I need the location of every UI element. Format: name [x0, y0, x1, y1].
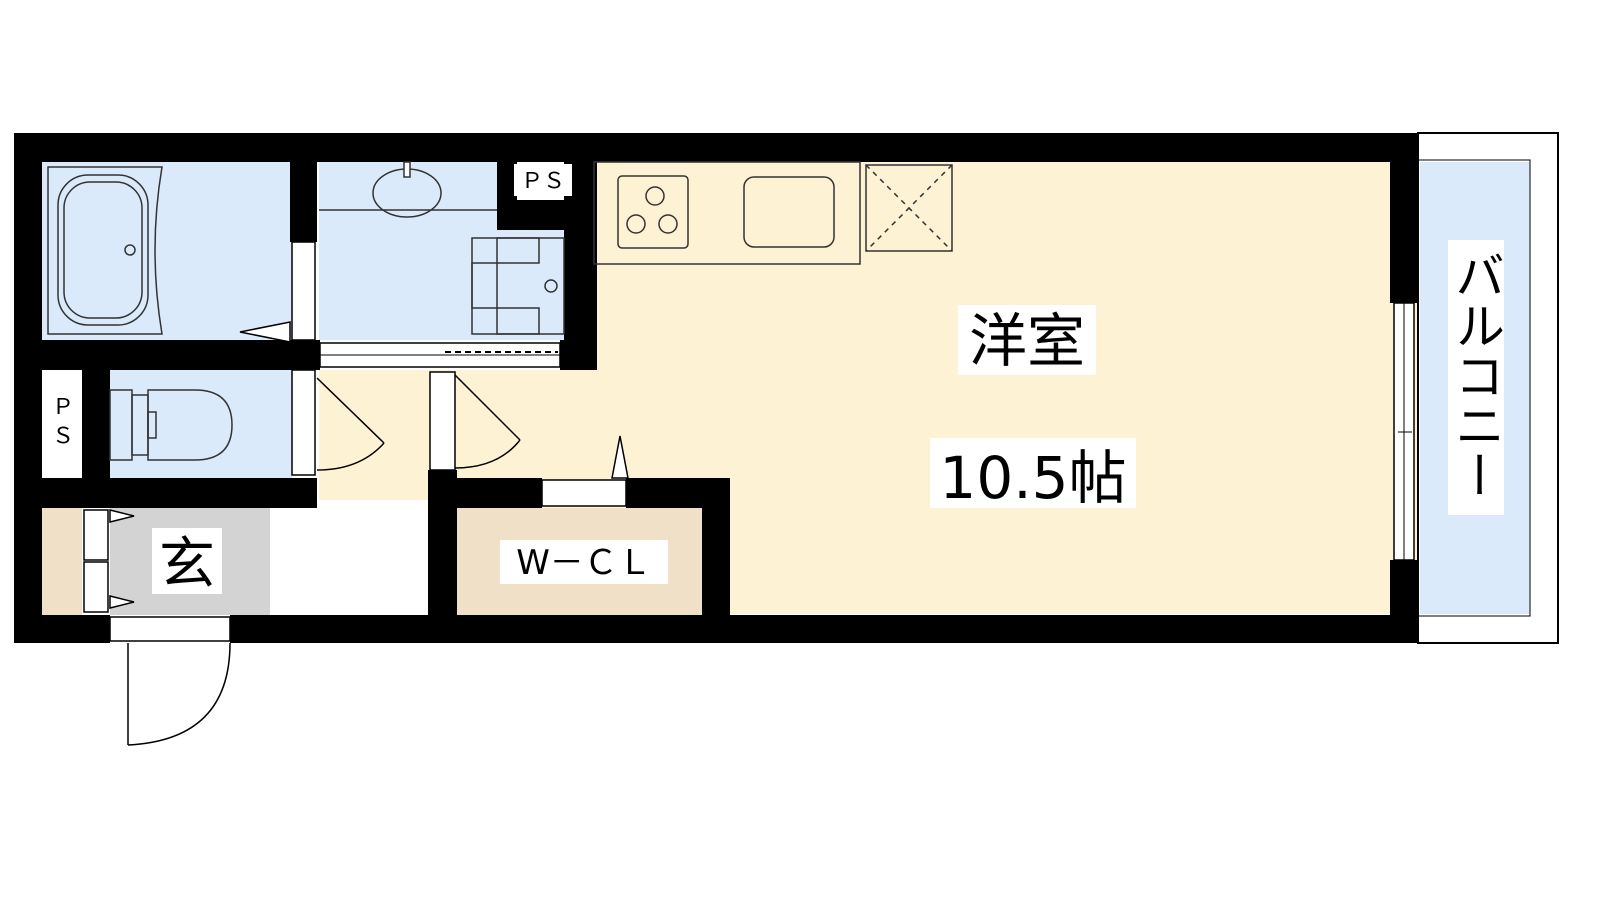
entrance-label-bg: [152, 528, 222, 594]
western-room-label-bg: [958, 305, 1096, 375]
pipe-space-lower-floor: [42, 370, 82, 478]
bathroom-floor: [42, 162, 292, 340]
door-swings: [109, 321, 629, 746]
closet-label-bg: [500, 540, 668, 584]
balcony-label: バルコニー: [1447, 250, 1505, 500]
bathtub: [47, 166, 163, 335]
pipe-space-upper-label-bg: [514, 164, 572, 196]
pipe-space-lower-label-line1: Ｐ: [52, 395, 74, 420]
room-size-label-bg: [930, 438, 1136, 508]
walls: [14, 133, 1418, 643]
washing-machine-pan: [471, 237, 565, 335]
kitchen-counter: [593, 161, 861, 265]
entrance-label: 玄: [159, 532, 215, 597]
shoe-cabinet: [42, 508, 82, 615]
openings: [83, 241, 1415, 642]
pipe-space-upper-label: ＰＳ: [521, 169, 565, 194]
pipe-space-lower-label-line2: Ｓ: [52, 424, 74, 449]
toilet-fixture: [109, 389, 233, 461]
fridge-space: [865, 164, 953, 252]
western-room-floor: [597, 162, 1417, 614]
room-size-label: 10.5帖: [939, 444, 1126, 512]
balcony-inner-outline: [1417, 159, 1531, 617]
western-room-label: 洋室: [969, 307, 1085, 375]
hallway-white-floor: [270, 500, 428, 615]
wash-basin: [319, 161, 497, 218]
closet-label: W－ＣＬ: [516, 543, 652, 583]
toilet-floor: [110, 370, 292, 478]
balcony-label-bg: [1448, 240, 1504, 515]
